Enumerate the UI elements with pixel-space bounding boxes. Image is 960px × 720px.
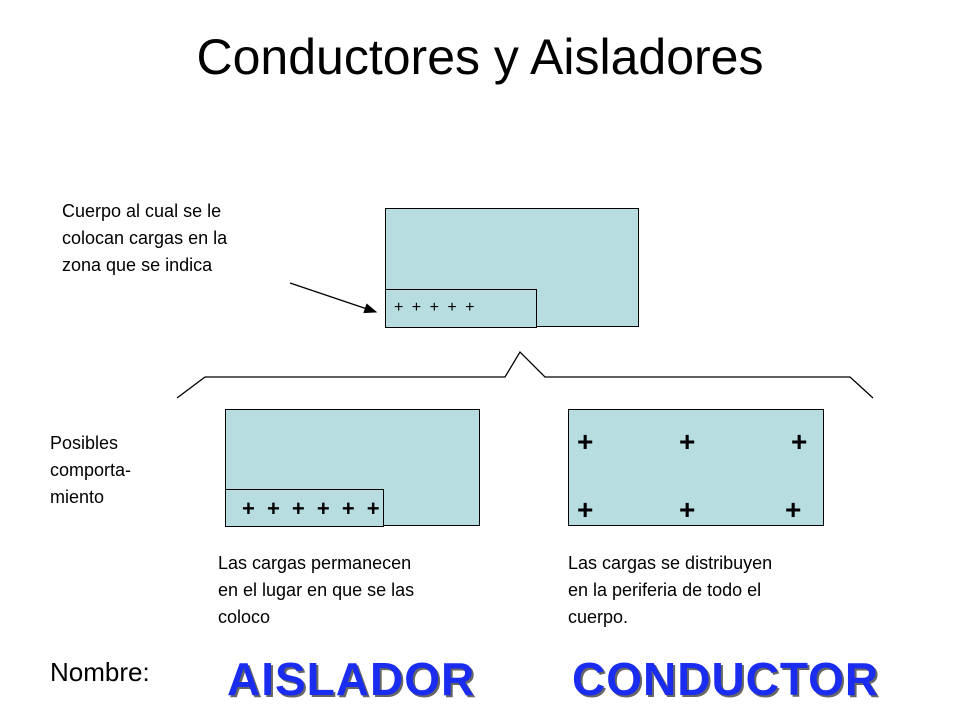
insulator-label: AISLADOR bbox=[227, 653, 476, 705]
plus-sign: + bbox=[577, 426, 594, 457]
plus-sign: + bbox=[577, 494, 594, 525]
insulator-charged-zone: + + + + + + bbox=[225, 489, 384, 527]
conductor-description: Las cargas se distribuyen en la periferi… bbox=[568, 550, 772, 631]
pointer-arrow bbox=[289, 282, 378, 314]
side-note: Posibles comporta- miento bbox=[50, 430, 131, 511]
charged-zone: + + + + + bbox=[385, 289, 537, 328]
side-note-line: miento bbox=[50, 487, 105, 507]
page-title: Conductores y Aisladores bbox=[196, 29, 764, 85]
conductor-box: + + + + + + bbox=[568, 409, 824, 526]
plus-sign: + bbox=[679, 426, 696, 457]
insulator-description-line: en el lugar en que se las bbox=[218, 580, 415, 600]
plus-sign: + bbox=[785, 494, 802, 525]
side-note-line: comporta- bbox=[50, 460, 132, 480]
charges-label: + + + + + bbox=[394, 299, 477, 316]
name-label: Nombre: bbox=[50, 657, 150, 687]
insulator-description: Las cargas permanecen en el lugar en que… bbox=[218, 550, 414, 631]
top-note-line: Cuerpo al cual se le bbox=[62, 201, 222, 221]
conductor-description-line: cuerpo. bbox=[568, 607, 629, 627]
insulator-description-line: Las cargas permanecen bbox=[218, 553, 412, 573]
insulator-description-line: coloco bbox=[218, 607, 271, 627]
conductor-description-line: Las cargas se distribuyen bbox=[568, 553, 773, 573]
top-note: Cuerpo al cual se le colocan cargas en l… bbox=[62, 198, 227, 279]
charged-body-box: + + + + + bbox=[385, 208, 639, 328]
conductor-description-line: en la periferia de todo el bbox=[568, 580, 762, 600]
conductor-label: CONDUCTOR bbox=[572, 653, 880, 705]
side-note-line: Posibles bbox=[50, 433, 119, 453]
plus-sign: + bbox=[679, 494, 696, 525]
insulator-box: + + + + + + bbox=[225, 409, 480, 527]
plus-sign: + bbox=[791, 426, 808, 457]
branch-brace bbox=[176, 350, 874, 399]
top-note-line: zona que se indica bbox=[62, 255, 213, 275]
top-note-line: colocan cargas en la bbox=[62, 228, 228, 248]
insulator-charges: + + + + + + bbox=[242, 496, 383, 521]
